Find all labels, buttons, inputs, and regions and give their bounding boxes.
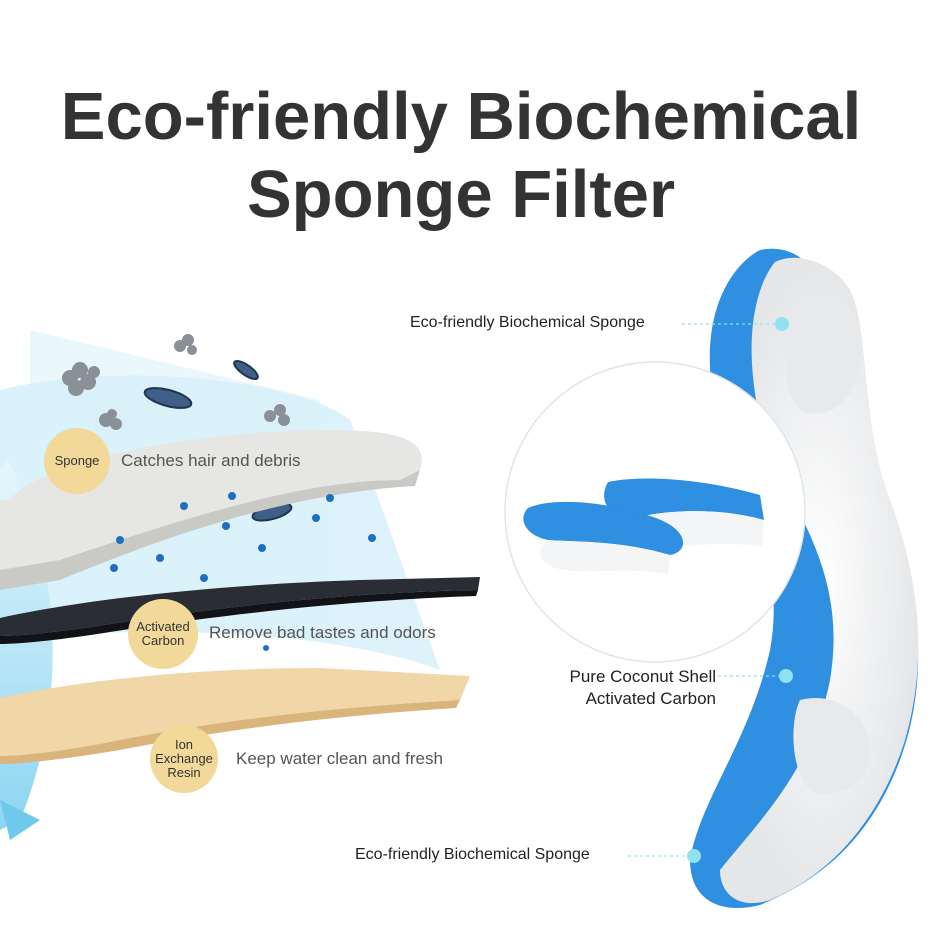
badge-label: Activated Carbon — [136, 619, 190, 648]
callout-middle: Pure Coconut Shell Activated Carbon — [540, 666, 716, 710]
badge-ion-exchange-resin: Ion Exchange Resin — [150, 725, 218, 793]
resin-layer — [0, 668, 470, 764]
layer-description: Keep water clean and fresh — [236, 749, 443, 768]
badge-sponge: Sponge — [44, 428, 110, 494]
inset-circle — [504, 361, 806, 663]
page-title: Eco-friendly Biochemical Sponge Filter — [0, 78, 922, 234]
carbon-layer — [0, 577, 480, 644]
badge-activated-carbon: Activated Carbon — [128, 599, 198, 669]
callout-dots — [687, 317, 793, 863]
title-line-1: Eco-friendly Biochemical — [60, 79, 862, 154]
filtered-dots — [110, 492, 376, 651]
title-line-2: Sponge Filter — [246, 157, 676, 232]
inset-filter-pieces — [523, 478, 764, 574]
callout-lines — [628, 323, 784, 857]
badge-label: Ion Exchange Resin — [155, 737, 213, 780]
callout-top: Eco-friendly Biochemical Sponge — [410, 314, 645, 331]
badge-label: Sponge — [54, 453, 100, 468]
callout-middle-line-1: Pure Coconut Shell — [569, 667, 716, 686]
layer-description: Catches hair and debris — [121, 451, 301, 470]
layer-description: Remove bad tastes and odors — [209, 623, 436, 642]
debris-particles — [62, 334, 290, 430]
callout-bottom: Eco-friendly Biochemical Sponge — [355, 846, 590, 863]
callout-middle-line-2: Activated Carbon — [585, 689, 716, 708]
